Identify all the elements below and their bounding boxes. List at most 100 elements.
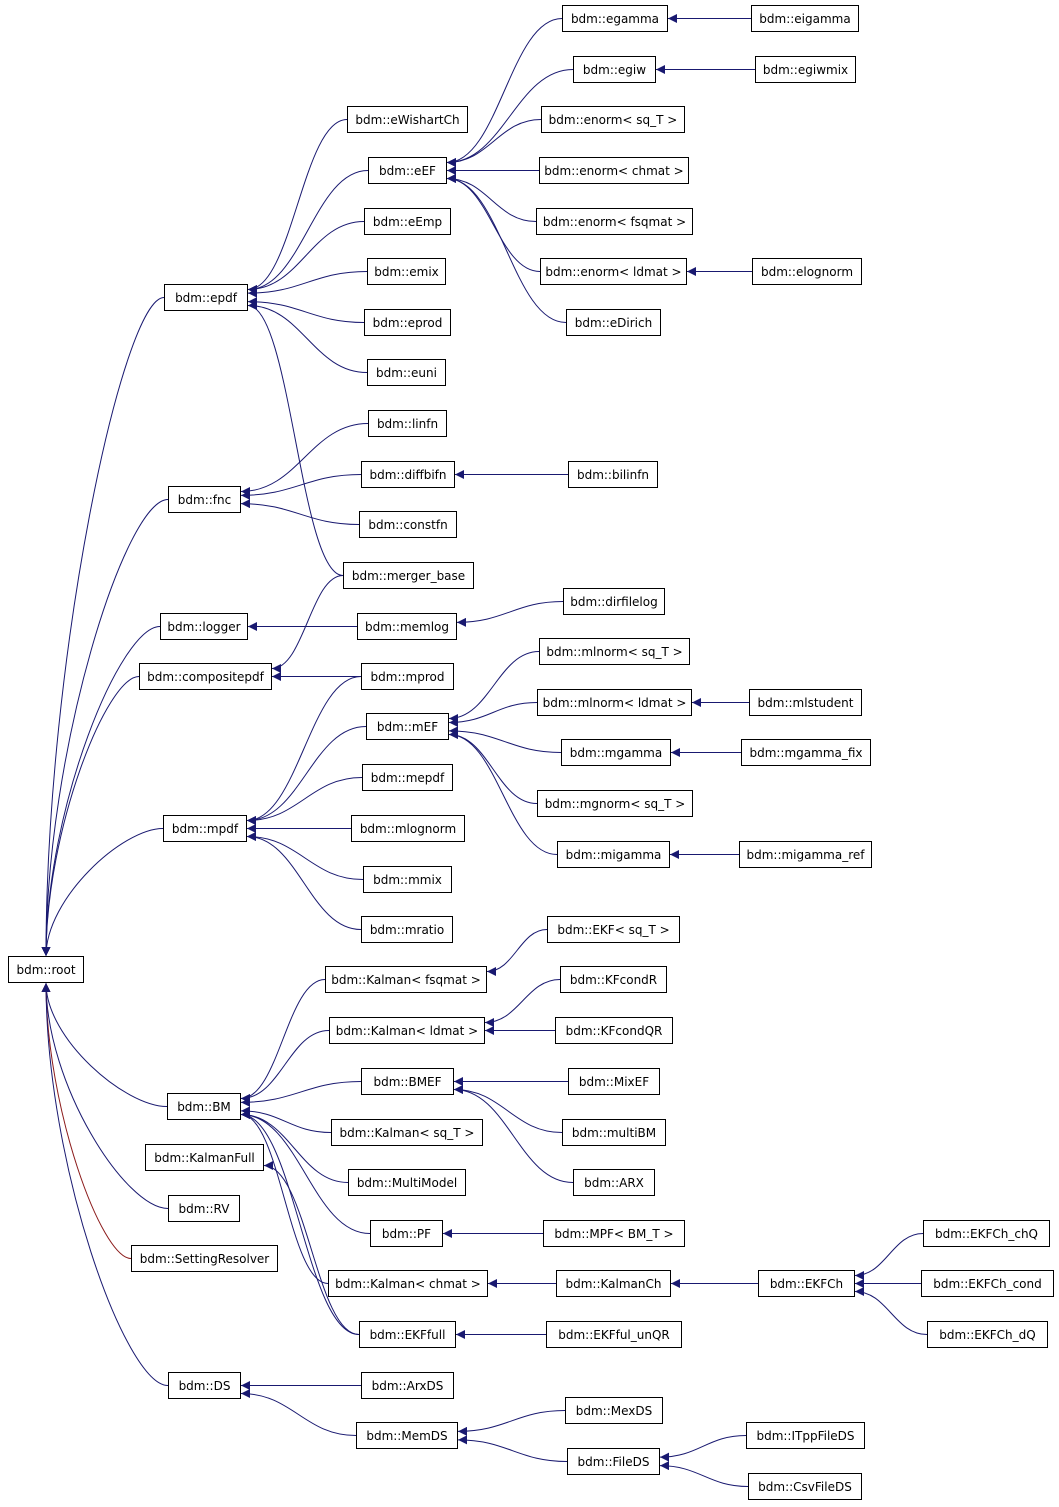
class-node-mixef[interactable]: bdm::MixEF — [568, 1068, 660, 1095]
class-node-kalmanch[interactable]: bdm::KalmanCh — [556, 1270, 671, 1297]
inheritance-edge-fnc-to-root — [41, 499, 169, 957]
class-node-mpf[interactable]: bdm::MPF< BM_T > — [543, 1220, 685, 1247]
inheritance-edge-merger_base-to-epdf — [247, 301, 344, 576]
class-node-kalman-chmat[interactable]: bdm::Kalman< chmat > — [328, 1270, 488, 1297]
class-node-multimodel[interactable]: bdm::MultiModel — [348, 1169, 466, 1196]
inheritance-edge-CsvFileDS-to-FileDS — [659, 1461, 749, 1487]
class-node-egamma[interactable]: bdm::egamma — [562, 5, 668, 32]
inheritance-edge-EKFfull-to-BM — [240, 1110, 360, 1335]
class-node-ds[interactable]: bdm::DS — [168, 1372, 241, 1399]
inheritance-edge-diffbifn-to-fnc — [240, 474, 362, 500]
inheritance-edge-mepdf-to-mpdf — [246, 777, 363, 825]
class-node-diffbifn[interactable]: bdm::diffbifn — [361, 461, 455, 488]
class-node-mlognorm[interactable]: bdm::mlognorm — [351, 815, 465, 842]
class-node-csvfileds[interactable]: bdm::CsvFileDS — [748, 1473, 862, 1500]
class-node-multibm[interactable]: bdm::multiBM — [562, 1119, 666, 1146]
class-node-eemp[interactable]: bdm::eEmp — [364, 208, 451, 235]
class-node-root[interactable]: bdm::root — [8, 956, 84, 983]
class-node-ekfch-dq[interactable]: bdm::EKFCh_dQ — [927, 1321, 1048, 1348]
class-node-memlog[interactable]: bdm::memlog — [357, 613, 457, 640]
class-node-constfn[interactable]: bdm::constfn — [359, 511, 457, 538]
class-node-emix[interactable]: bdm::emix — [367, 258, 446, 285]
class-node-kalmanfull[interactable]: bdm::KalmanFull — [145, 1144, 264, 1171]
class-node-eigamma[interactable]: bdm::eigamma — [751, 5, 859, 32]
inheritance-edge-EKF_sqT-to-Kalman_fsqmat — [486, 929, 548, 976]
class-node-logger[interactable]: bdm::logger — [160, 613, 248, 640]
class-node-mratio[interactable]: bdm::mratio — [361, 916, 453, 943]
inheritance-edge-compositepdf-to-root — [41, 676, 140, 957]
class-node-migamma[interactable]: bdm::migamma — [557, 841, 670, 868]
inheritance-edge-MexDS-to-MemDS — [457, 1410, 566, 1436]
inheritance-edge-Kalman_chmat-to-BM — [240, 1110, 329, 1284]
class-node-settingresolver[interactable]: bdm::SettingResolver — [131, 1245, 278, 1272]
class-node-mexds[interactable]: bdm::MexDS — [565, 1397, 663, 1424]
inheritance-edge-eEmp-to-epdf — [247, 221, 365, 294]
class-node-kalman-fsqmat[interactable]: bdm::Kalman< fsqmat > — [325, 966, 487, 993]
inheritance-edge-MemDS-to-DS — [240, 1389, 357, 1436]
class-node-mgamma-fix[interactable]: bdm::mgamma_fix — [741, 739, 871, 766]
class-node-mpdf[interactable]: bdm::mpdf — [163, 815, 247, 842]
class-node-mlnorm-sqt[interactable]: bdm::mlnorm< sq_T > — [539, 638, 690, 665]
inheritance-edge-PF-to-BM — [240, 1110, 371, 1234]
class-node-mepdf[interactable]: bdm::mepdf — [362, 764, 453, 791]
class-node-linfn[interactable]: bdm::linfn — [368, 410, 447, 437]
inheritance-edge-constfn-to-fnc — [240, 499, 360, 525]
class-node-kfcondr[interactable]: bdm::KFcondR — [560, 966, 667, 993]
class-node-dirfilelog[interactable]: bdm::dirfilelog — [563, 588, 665, 615]
class-node-itppfileds[interactable]: bdm::ITppFileDS — [746, 1422, 865, 1449]
class-node-eprod[interactable]: bdm::eprod — [364, 309, 451, 336]
class-node-ekffull[interactable]: bdm::EKFfull — [359, 1321, 456, 1348]
class-node-migamma-ref[interactable]: bdm::migamma_ref — [739, 841, 872, 868]
class-node-kalman-ldmat[interactable]: bdm::Kalman< ldmat > — [329, 1017, 485, 1044]
class-node-enorm-ldmat[interactable]: bdm::enorm< ldmat > — [540, 258, 687, 285]
class-node-arxds[interactable]: bdm::ArxDS — [361, 1372, 454, 1399]
class-node-enorm-chmat[interactable]: bdm::enorm< chmat > — [539, 157, 689, 184]
class-node-kalman-sqt[interactable]: bdm::Kalman< sq_T > — [331, 1119, 483, 1146]
class-node-egiw[interactable]: bdm::egiw — [573, 56, 656, 83]
inheritance-edge-eDirich-to-eEF — [446, 174, 567, 323]
inheritance-edge-epdf-to-root — [41, 297, 165, 957]
class-node-mef[interactable]: bdm::mEF — [366, 713, 449, 740]
class-node-ekfful-unqr[interactable]: bdm::EKFful_unQR — [546, 1321, 682, 1348]
class-node-memds[interactable]: bdm::MemDS — [356, 1422, 458, 1449]
class-node-ewishartch[interactable]: bdm::eWishartCh — [347, 106, 468, 133]
class-node-mprod[interactable]: bdm::mprod — [361, 663, 454, 690]
class-node-bm[interactable]: bdm::BM — [167, 1093, 241, 1120]
class-node-compositepdf[interactable]: bdm::compositepdf — [139, 663, 272, 690]
class-node-elognorm[interactable]: bdm::elognorm — [752, 258, 862, 285]
class-node-egiwmix[interactable]: bdm::egiwmix — [755, 56, 856, 83]
class-node-enorm-fsqmat[interactable]: bdm::enorm< fsqmat > — [536, 208, 693, 235]
class-node-fnc[interactable]: bdm::fnc — [168, 486, 241, 513]
class-node-fileds[interactable]: bdm::FileDS — [567, 1448, 660, 1475]
class-node-merger-base[interactable]: bdm::merger_base — [343, 562, 474, 589]
class-node-kfcondqr[interactable]: bdm::KFcondQR — [555, 1017, 673, 1044]
inheritance-edge-mprod-to-mpdf — [246, 676, 362, 825]
inheritance-edge-linfn-to-fnc — [240, 423, 369, 496]
class-node-euni[interactable]: bdm::euni — [367, 359, 446, 386]
class-node-mgnorm-sqt[interactable]: bdm::mgnorm< sq_T > — [537, 790, 693, 817]
class-node-edirich[interactable]: bdm::eDirich — [566, 309, 661, 336]
class-node-mmix[interactable]: bdm::mmix — [363, 866, 452, 893]
class-node-bilinfn[interactable]: bdm::bilinfn — [568, 461, 658, 488]
class-node-pf[interactable]: bdm::PF — [370, 1220, 443, 1247]
class-node-mlstudent[interactable]: bdm::mlstudent — [749, 689, 862, 716]
class-node-ekfch[interactable]: bdm::EKFCh — [758, 1270, 855, 1297]
inheritance-edge-egamma-to-eEF — [446, 18, 563, 167]
class-node-eef[interactable]: bdm::eEF — [368, 157, 447, 184]
class-node-epdf[interactable]: bdm::epdf — [164, 284, 248, 311]
inheritance-edge-BMEF-to-BM — [240, 1081, 362, 1107]
class-node-ekfch-cond[interactable]: bdm::EKFCh_cond — [921, 1270, 1054, 1297]
inheritance-edge-dirfilelog-to-memlog — [456, 601, 564, 627]
class-node-mlnorm-ldmat[interactable]: bdm::mlnorm< ldmat > — [537, 689, 692, 716]
inheritance-edge-mlnorm_ldmat-to-mEF — [448, 702, 538, 727]
inheritance-edge-mmix-to-mpdf — [246, 832, 364, 880]
inheritance-edge-merger_base-to-compositepdf — [271, 575, 344, 673]
class-node-ekfch-chq[interactable]: bdm::EKFCh_chQ — [923, 1220, 1050, 1247]
class-node-mgamma[interactable]: bdm::mgamma — [561, 739, 671, 766]
class-node-arx[interactable]: bdm::ARX — [573, 1169, 655, 1196]
class-node-bmef[interactable]: bdm::BMEF — [361, 1068, 454, 1095]
class-node-enorm-sqt[interactable]: bdm::enorm< sq_T > — [541, 106, 685, 133]
class-node-rv[interactable]: bdm::RV — [168, 1195, 240, 1222]
class-node-ekf-sqt[interactable]: bdm::EKF< sq_T > — [547, 916, 680, 943]
